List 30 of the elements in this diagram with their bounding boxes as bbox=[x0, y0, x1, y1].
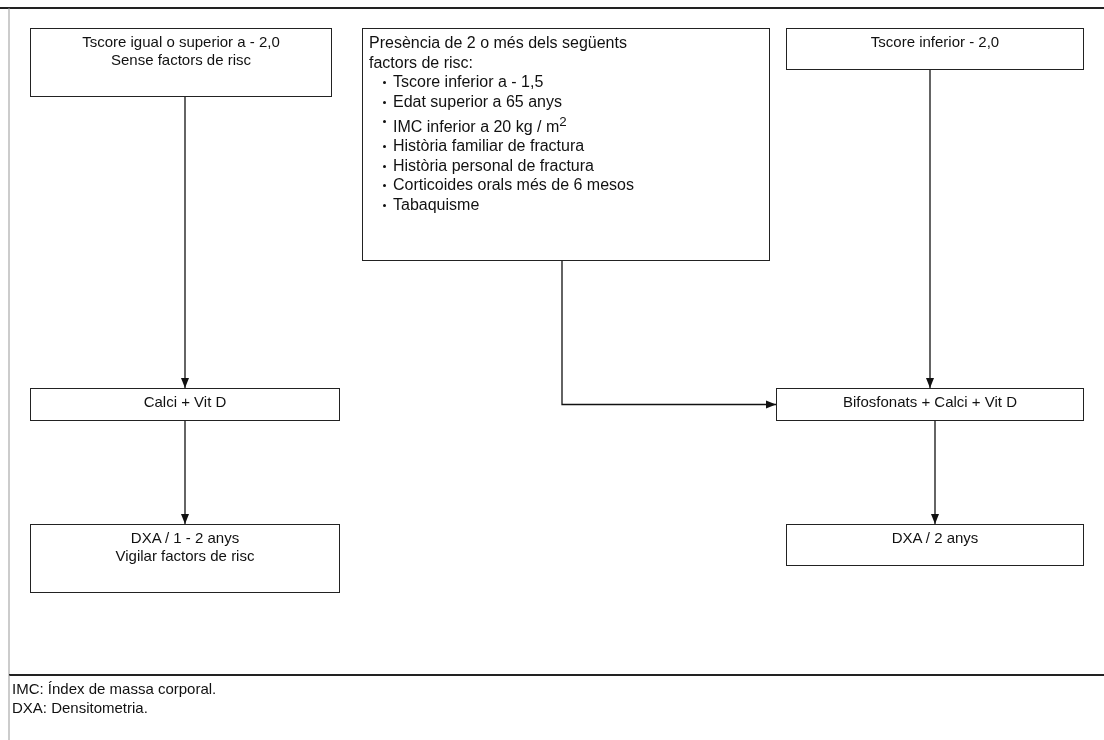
box-text: DXA / 2 anys bbox=[890, 529, 980, 547]
footnote: IMC: Índex de massa corporal. bbox=[12, 680, 217, 697]
process-box bbox=[30, 28, 332, 97]
list-item: Tabaquisme bbox=[393, 196, 480, 214]
arrow bbox=[561, 260, 777, 409]
list-item: Història personal de fractura bbox=[393, 156, 594, 174]
process-box bbox=[30, 524, 340, 593]
box-heading: Presència de 2 o més dels següents factors de risc: bbox=[369, 33, 628, 73]
box-text: Tscore igual o superior a - 2,0 bbox=[81, 33, 281, 51]
list-item: Tscore inferior a - 1,5 bbox=[393, 73, 544, 91]
footnote: DXA: Densitometria. bbox=[12, 699, 148, 716]
process-box bbox=[362, 28, 770, 261]
box-text: Vigilar factors de risc bbox=[114, 547, 256, 565]
arrow bbox=[180, 420, 190, 525]
arrow bbox=[930, 420, 940, 525]
process-box bbox=[776, 388, 1084, 421]
list-item: Corticoides orals més de 6 mesos bbox=[393, 176, 634, 194]
arrow bbox=[925, 69, 935, 389]
box-text: DXA / 1 - 2 anys bbox=[129, 529, 241, 547]
box-text: Bifosfonats + Calci + Vit D bbox=[842, 393, 1018, 411]
list-item: Història familiar de fractura bbox=[393, 137, 585, 155]
arrow bbox=[180, 96, 190, 389]
process-box bbox=[786, 28, 1084, 70]
process-box bbox=[30, 388, 340, 421]
process-box bbox=[786, 524, 1084, 566]
list-item: Edat superior a 65 anys bbox=[393, 92, 562, 110]
box-text: Calci + Vit D bbox=[142, 393, 228, 411]
box-text: Tscore inferior - 2,0 bbox=[869, 33, 1001, 51]
box-text: Sense factors de risc bbox=[109, 51, 253, 69]
list-item: IMC inferior a 20 kg / m$^{2}$ bbox=[393, 117, 567, 135]
